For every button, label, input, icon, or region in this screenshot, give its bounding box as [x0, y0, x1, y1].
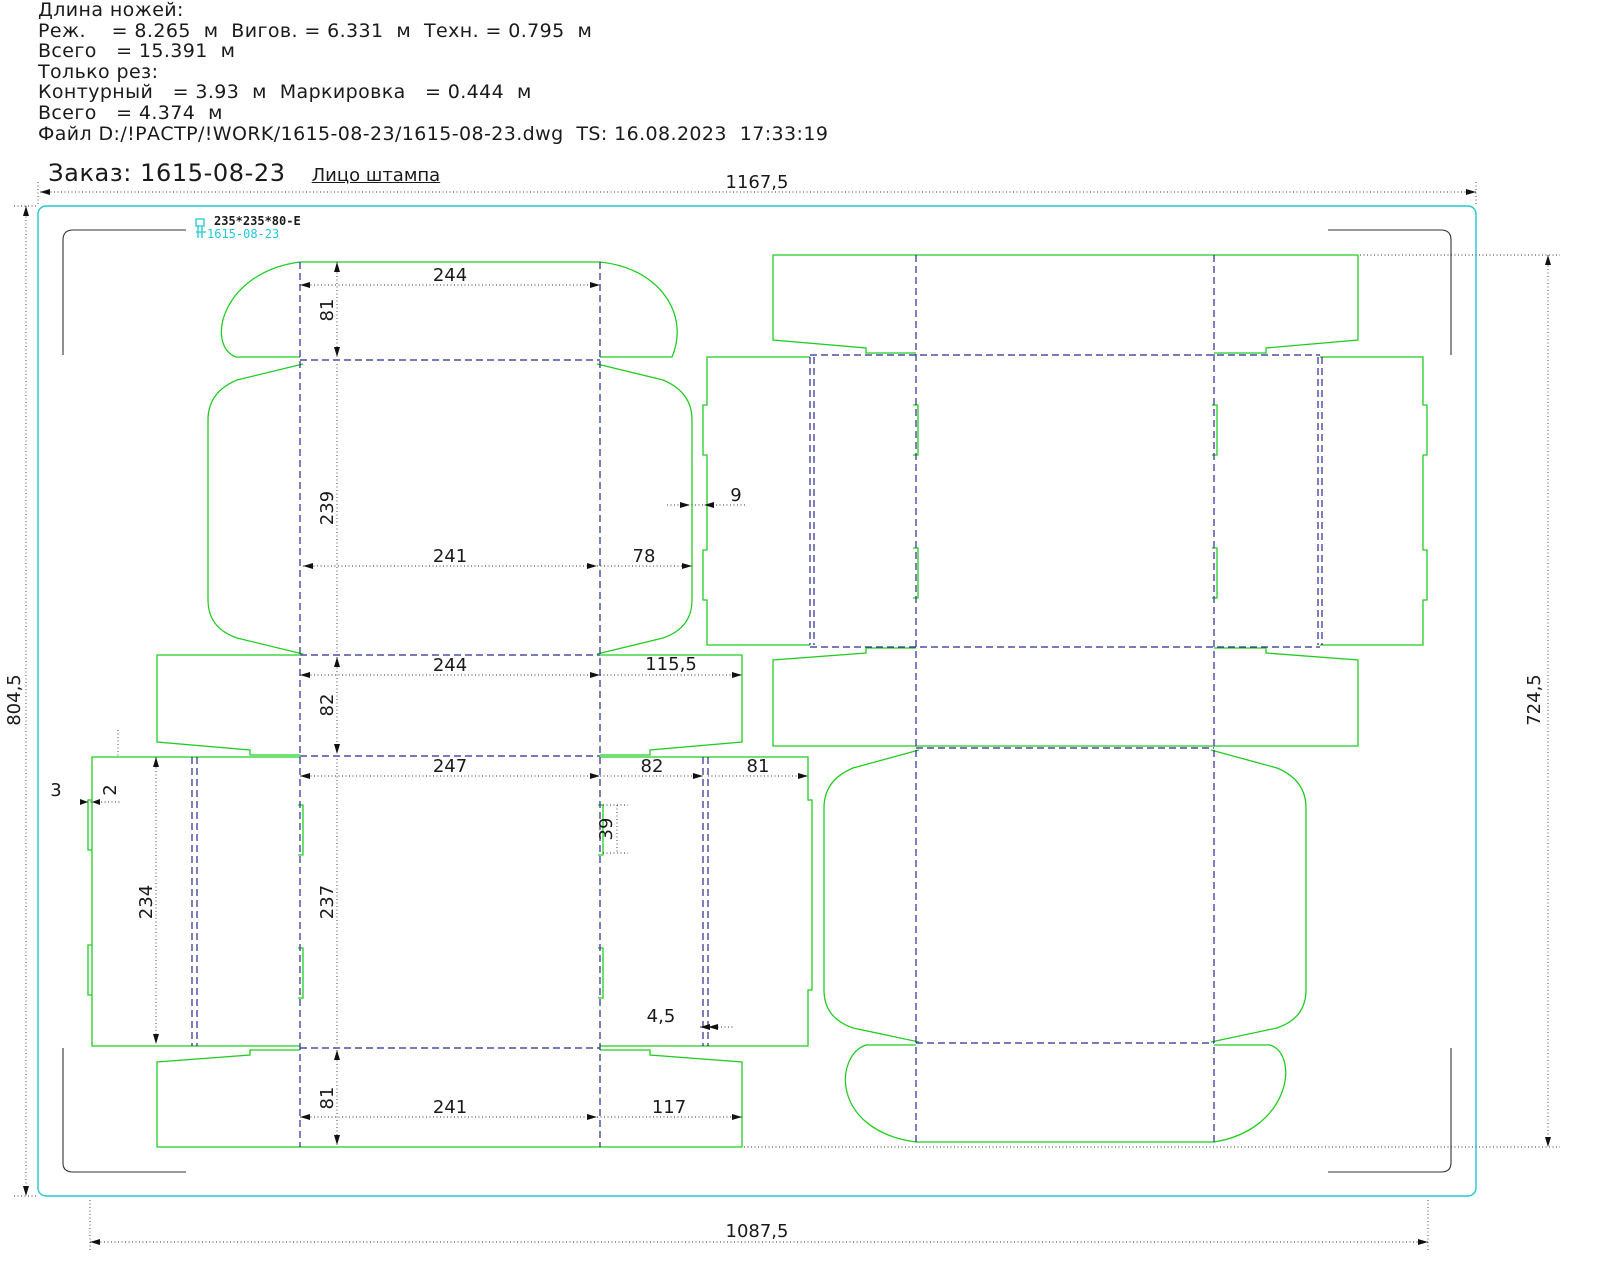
order-row: Заказ: 1615-08-23 Лицо штампа: [38, 140, 440, 187]
dim-line-width-bottom: [89, 1200, 1429, 1252]
dim-lower-height: 237: [317, 885, 338, 919]
right-dust-flap: [596, 363, 693, 655]
dim-line-inner: [80, 262, 808, 1145]
stamp-label: 235*235*80-E 1615-08-23: [195, 214, 301, 241]
dim-line-height-right: [744, 254, 1560, 1148]
dim-top-width: 244: [433, 265, 467, 286]
stamp-logo-icon: [195, 218, 206, 238]
dim-lower-side-a: 82: [641, 756, 664, 777]
mid-side-flaps: [156, 654, 743, 756]
box-blank-left: [87, 261, 813, 1148]
right-dust-flap-right: [1210, 749, 1307, 1043]
header-line-cut-only: Только рез:: [38, 60, 159, 83]
side-wall-panels: [702, 356, 1428, 646]
bottom-flap: [156, 1049, 743, 1148]
stamp-order-code: 1615-08-23: [207, 227, 279, 241]
dim-body-height: 239: [317, 491, 338, 525]
stamp-product-code: 235*235*80-E: [214, 214, 301, 228]
overall-dimension-lines: 1167,5 1087,5 804,5 724,5: [4, 172, 1560, 1252]
fold-lines-right: [809, 255, 1323, 1142]
header-line-contour: Контурный = 3.93 м Маркировка = 0.444 м: [38, 81, 532, 104]
sheet-frame: [37, 205, 1477, 1197]
corner-mark-top-right: [1328, 229, 1452, 355]
dim-bottom-side: 117: [652, 1097, 686, 1118]
top-rounded-flap: [220, 261, 678, 358]
dim-side-flap: 78: [633, 546, 656, 567]
dim-lower-side-b: 81: [747, 756, 770, 777]
dim-height-left: 804,5: [4, 674, 25, 726]
inner-dimension-lines: 244 81 239 241 78 9 244 82 115,5 247 82 …: [50, 262, 808, 1145]
dim-slot: 9: [730, 485, 741, 506]
fold-lines-left: [191, 262, 709, 1147]
corner-mark-bottom-right: [1328, 1048, 1452, 1173]
left-dust-flap: [207, 363, 304, 655]
dim-top-flap-height: 81: [317, 299, 338, 322]
header-line-file: Файл D:/!РАСТР/!WORK/1615-08-23/1615-08-…: [38, 122, 829, 145]
order-number: Заказ: 1615-08-23: [48, 159, 286, 187]
bottom-rounded-flap: [844, 1044, 1287, 1143]
dim-width-top: 1167,5: [726, 172, 789, 193]
dim-height-right: 724,5: [1524, 674, 1545, 726]
dim-bottom-width-upper: 241: [433, 546, 467, 567]
left-dust-flap-right: [823, 749, 920, 1043]
dim-width-bottom: 1087,5: [726, 1221, 789, 1242]
mid-flaps-right: [772, 647, 1359, 747]
dim-mid-flap-height: 82: [317, 694, 338, 717]
box-blank-right: [702, 254, 1428, 1143]
header-line-cut-crease: Реж. = 8.265 м Вигов. = 6.331 м Техн. = …: [38, 19, 593, 42]
header-line-total: Всего = 15.391 м: [38, 40, 236, 63]
right-side-panel: [600, 756, 813, 1047]
lock-slots-right: [913, 404, 1218, 599]
dim-mid-width: 244: [433, 655, 467, 676]
dim-notch-b: 2: [100, 784, 121, 795]
dim-left-panel-height: 234: [136, 885, 157, 919]
header-line-total-cut: Всего = 4.374 м: [38, 101, 223, 124]
corner-mark-bottom-left: [62, 1048, 186, 1173]
top-side-flaps: [772, 254, 1359, 354]
dim-line-width-top: [37, 182, 1477, 206]
dim-tab: 39: [596, 818, 617, 841]
lock-slots: [298, 804, 604, 999]
left-side-panel: [87, 756, 300, 1047]
dim-lower-width: 247: [433, 756, 467, 777]
header-line-knife-length: Длина ножей:: [38, 0, 184, 21]
dim-notch-a: 3: [50, 780, 61, 801]
dim-bottom-flap-height: 81: [317, 1087, 338, 1110]
die-face-label: Лицо штампа: [311, 165, 441, 186]
dim-gap: 4,5: [647, 1006, 676, 1027]
drawing-header: Длина ножей: Реж. = 8.265 м Вигов. = 6.3…: [38, 0, 938, 144]
dim-mid-side: 115,5: [645, 654, 697, 675]
corner-mark-top-left: [62, 229, 186, 355]
dim-bottom-width: 241: [433, 1097, 467, 1118]
